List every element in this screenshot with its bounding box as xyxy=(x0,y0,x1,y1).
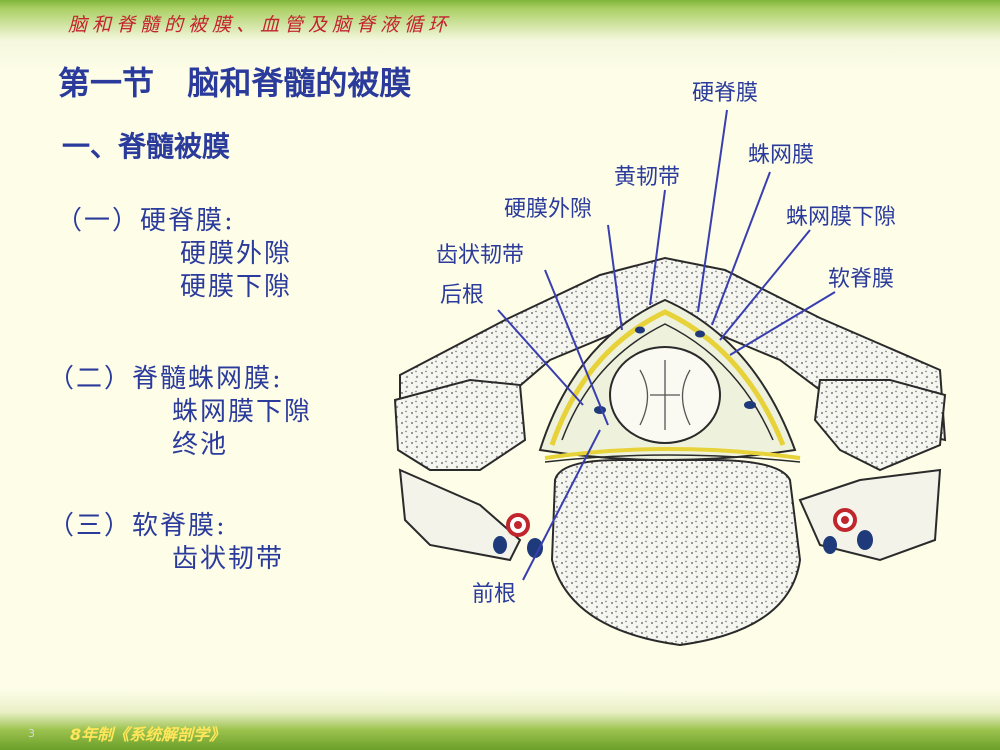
section-item-subarachnoid: 蛛网膜下隙 xyxy=(172,397,313,427)
vertebral-body xyxy=(544,447,802,647)
right-vessels xyxy=(823,508,873,554)
right-transverse-process xyxy=(798,379,947,562)
dura-yellow-layer xyxy=(549,309,786,446)
section-item-subdural: 硬膜下隙 xyxy=(180,272,293,302)
label-dura: 硬脊膜 xyxy=(692,81,758,106)
label-epidural: 硬膜外隙 xyxy=(504,197,592,222)
label-denticulate: 齿状韧带 xyxy=(436,243,524,268)
label-ligamentum-flavum: 黄韧带 xyxy=(614,165,680,190)
section-item-epidural: 硬膜外隙 xyxy=(180,239,293,269)
page-number: 3 xyxy=(28,727,35,740)
label-arachnoid: 蛛网膜 xyxy=(748,143,814,168)
left-transverse-process xyxy=(393,378,527,562)
section-heading-dura: （一）硬脊膜: xyxy=(56,206,235,236)
label-subarachnoid: 蛛网膜下隙 xyxy=(786,205,896,230)
spinal-cord xyxy=(609,346,721,444)
section-heading-arachnoid: （二）脊髓蛛网膜: xyxy=(48,364,283,394)
section-subtitle: 一、脊髓被膜 xyxy=(62,130,231,163)
label-pia: 软脊膜 xyxy=(828,267,894,292)
section-item-cistern: 终池 xyxy=(172,430,229,460)
page-title: 第一节 脑和脊髓的被膜 xyxy=(58,64,412,102)
label-anterior-root: 前根 xyxy=(472,582,516,607)
section-item-denticulate: 齿状韧带 xyxy=(172,544,285,574)
section-heading-pia: （三）软脊膜: xyxy=(48,511,227,541)
label-posterior-root: 后根 xyxy=(440,283,484,308)
footer-book-title: 8年制《系统解剖学》 xyxy=(70,725,226,744)
left-vessels xyxy=(493,513,543,558)
leader-lines xyxy=(497,109,836,581)
slide-header: 脑和脊髓的被膜、血管及脑脊液循环 xyxy=(68,14,453,36)
